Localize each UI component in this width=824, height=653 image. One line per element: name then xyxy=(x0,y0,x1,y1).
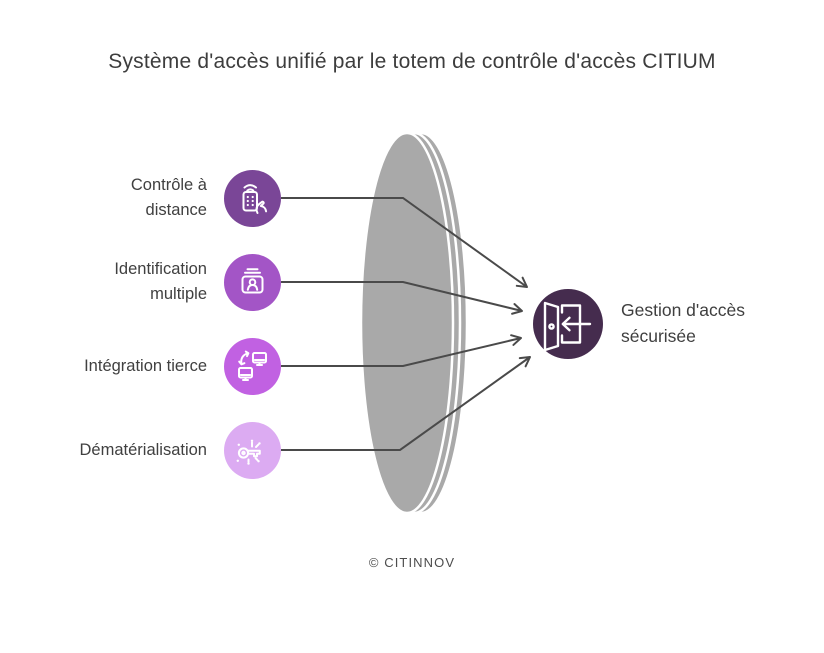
id-cards-icon xyxy=(224,253,281,311)
page-title: Système d'accès unifié par le totem de c… xyxy=(108,50,716,73)
digital-key-icon xyxy=(224,421,281,479)
connector-arrow-3 xyxy=(281,334,522,367)
remote-control-icon xyxy=(224,169,281,227)
copyright-text: © CITINNOV xyxy=(368,555,456,570)
connector-arrow-2 xyxy=(281,281,523,315)
input-label-dematerialisation: Dématérialisation xyxy=(79,441,207,459)
input-label-integration-tierce: Intégration tierce xyxy=(84,357,207,375)
output-label-gestion-acces-securisee: Gestion d'accès sécurisée xyxy=(621,300,745,346)
lens-totem-shape xyxy=(359,131,469,515)
connector-arrows xyxy=(281,197,531,451)
input-label-controle-a-distance: Contrôle à distance xyxy=(130,176,207,219)
connector-arrow-1 xyxy=(281,197,528,288)
connector-arrow-4 xyxy=(281,356,531,451)
door-entry-icon xyxy=(533,289,603,359)
lens-layer-front xyxy=(359,131,455,515)
sync-devices-icon xyxy=(224,337,281,395)
input-label-identification-multiple: Identification multiple xyxy=(114,260,207,303)
